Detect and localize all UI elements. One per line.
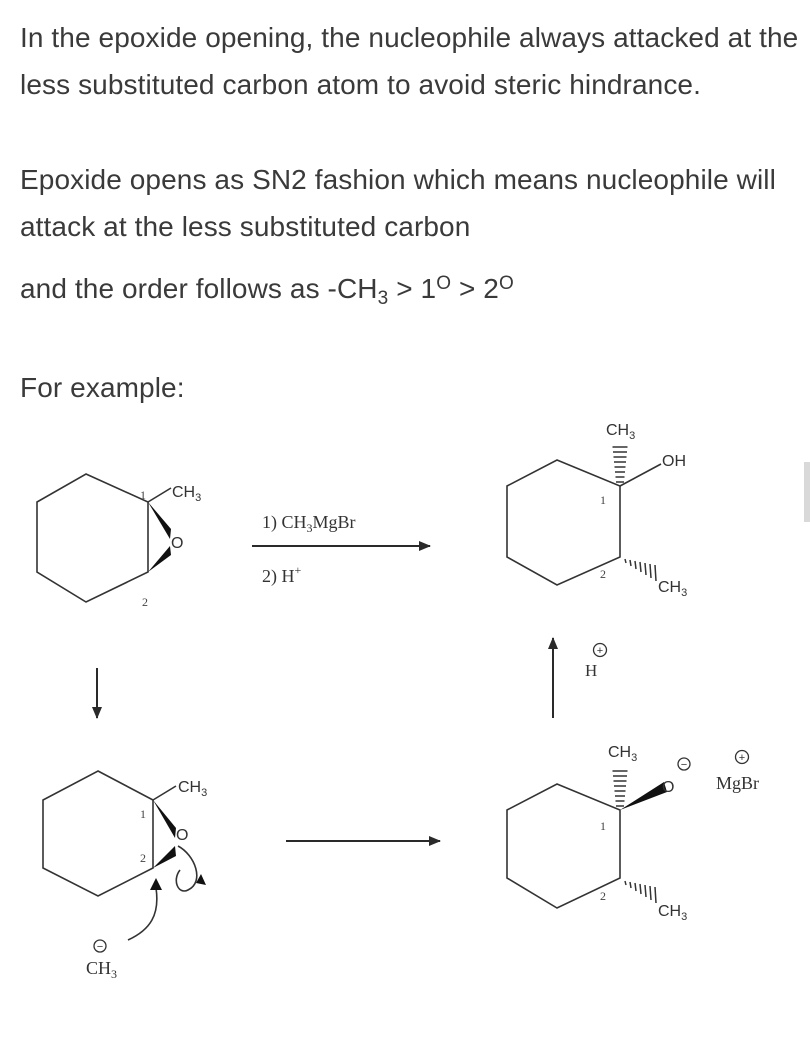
alkoxide-wedge xyxy=(620,782,667,810)
mgbr-positive-sign: + xyxy=(739,752,745,764)
positive-charge-sign: + xyxy=(597,645,603,657)
negative-charge-icon xyxy=(93,939,107,953)
epoxide-oxygen: O xyxy=(171,535,183,552)
order-text-b: > 1 xyxy=(388,273,437,304)
product-ch3-top: CH3 xyxy=(606,422,635,442)
hashed-bond-ch3-up xyxy=(612,446,628,483)
attack-ch3-label: CH3 xyxy=(178,779,207,799)
carbon-label-1: 1 xyxy=(140,488,146,502)
paragraph-sn2-text: Epoxide opens as SN2 fashion which means… xyxy=(20,164,776,242)
carbon-label-2: 2 xyxy=(142,595,148,609)
ch3-label: CH3 xyxy=(172,484,201,504)
alcohol-product-structure xyxy=(506,459,662,586)
alkoxide-carbon-1: 1 xyxy=(600,819,606,833)
attack-oxygen: O xyxy=(176,827,188,844)
alkoxide-oxygen: O xyxy=(662,779,674,796)
alkoxide-ch3-right: CH3 xyxy=(658,903,687,923)
reagent-2: 2) H+ xyxy=(262,563,302,587)
hashed-bond-ch3-right xyxy=(624,558,657,582)
alkoxide-negative-charge-icon xyxy=(677,757,691,771)
mgbr-positive-charge-icon xyxy=(734,749,750,765)
magnesium-bromide-label: MgBr xyxy=(716,773,759,793)
hydroxyl-label: OH xyxy=(662,453,686,470)
positive-charge-icon xyxy=(592,642,608,658)
epoxide-wedge-lower xyxy=(148,546,171,572)
scrollbar-thumb[interactable] xyxy=(804,462,810,522)
alkoxide-hashed-ch3-right xyxy=(624,880,657,904)
attack-wedge-upper xyxy=(153,800,176,838)
methyl-nucleophile: CH3 xyxy=(86,958,117,981)
reaction-scheme: 1 2 CH3 O 1) CH3MgBr 2) H+ CH3 OH CH3 1 … xyxy=(36,422,759,981)
example-heading: For example: xyxy=(20,372,185,403)
product-carbon-1: 1 xyxy=(600,493,606,507)
alkoxide-negative-sign: − xyxy=(681,759,687,771)
attack-carbon-2: 2 xyxy=(140,851,146,865)
paragraph-sn2: Epoxide opens as SN2 fashion which means… xyxy=(20,156,800,322)
curved-arrow-epoxide xyxy=(175,845,198,892)
reagent-1: 1) CH3MgBr xyxy=(262,512,356,535)
order-sup-1: O xyxy=(436,273,452,294)
paragraph-regioselectivity: In the epoxide opening, the nucleophile … xyxy=(20,22,799,100)
oh-bond xyxy=(619,463,662,487)
epoxide-wedge-upper xyxy=(148,502,171,539)
attack-ring xyxy=(42,770,154,897)
alkoxide-hashed-ch3-up xyxy=(612,770,628,807)
product-ch3-right: CH3 xyxy=(658,579,687,599)
attack-carbon-1: 1 xyxy=(140,807,146,821)
arrowhead-nucleophile xyxy=(150,878,162,890)
attack-wedge-lower xyxy=(153,846,176,868)
order-sub-3: 3 xyxy=(377,288,389,309)
alkoxide-ch3-top: CH3 xyxy=(608,744,637,764)
product-carbon-2: 2 xyxy=(600,567,606,581)
substitution-order-line: and the order follows as -CH3 > 1O > 2O xyxy=(20,260,800,322)
epoxide-start-structure xyxy=(36,473,149,603)
alkoxide-carbon-2: 2 xyxy=(600,889,606,903)
attack-methyl-bond xyxy=(152,785,177,801)
cyclohexane-ring xyxy=(36,473,149,603)
order-sup-2: O xyxy=(498,273,514,294)
negative-charge-sign: − xyxy=(97,941,103,953)
methyl-bond xyxy=(147,487,172,503)
order-text-a: and the order follows as -CH xyxy=(20,273,378,304)
proton-label: H xyxy=(585,661,597,680)
arrowhead-epoxide xyxy=(196,874,206,885)
order-text-c: > 2 xyxy=(451,273,499,304)
curved-arrow-nucleophile xyxy=(127,887,158,941)
